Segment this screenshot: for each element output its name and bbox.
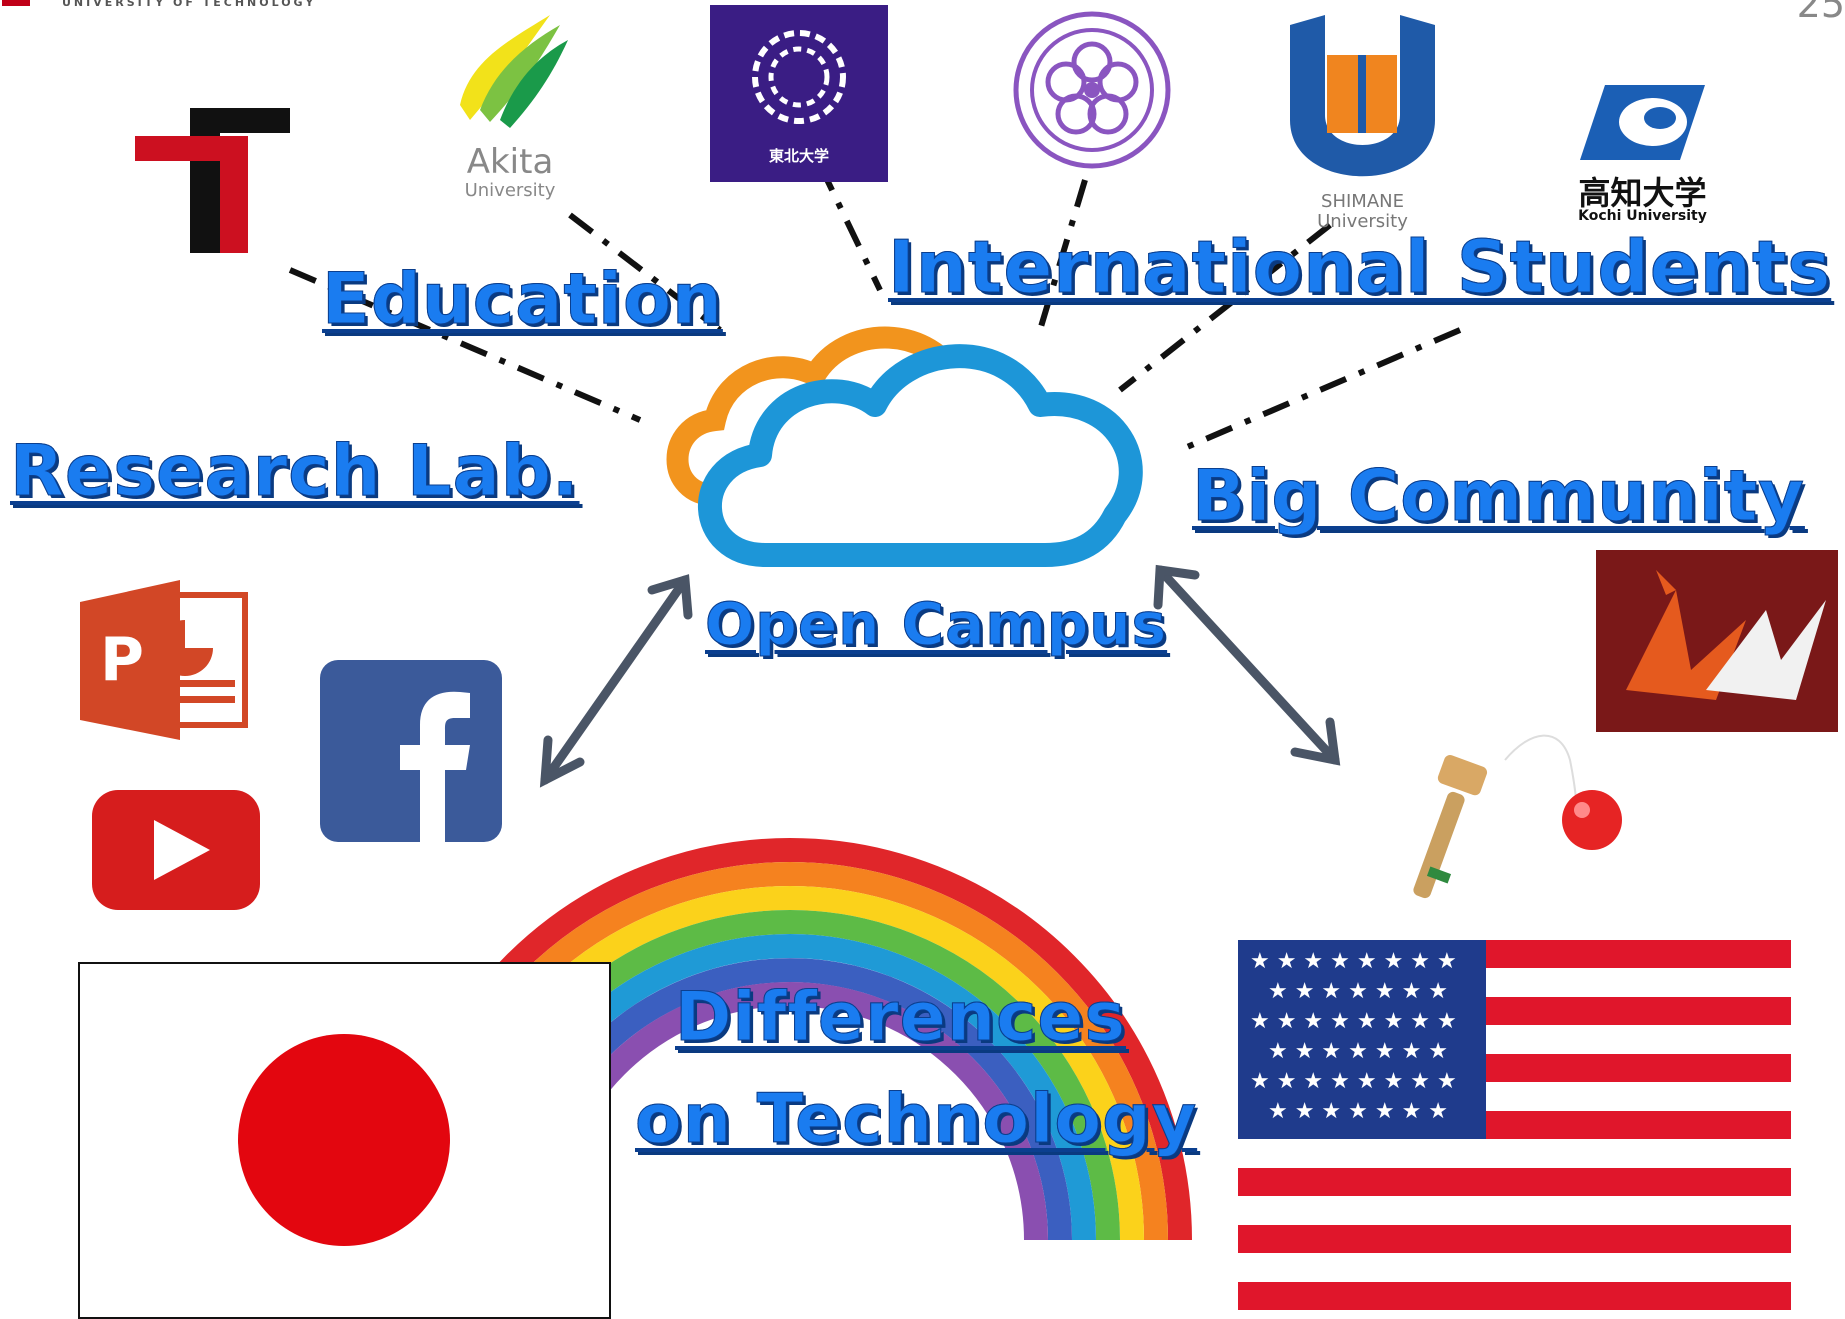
kendama-icon: [1413, 734, 1622, 899]
topic-education[interactable]: Education: [322, 258, 723, 341]
facebook-icon: [320, 660, 502, 842]
japan-flag-icon: [78, 962, 611, 1319]
akita-name: Akita: [466, 142, 554, 182]
kochi-logo-icon: [1580, 85, 1705, 160]
powerpoint-icon: P: [80, 580, 248, 740]
shimane-name: SHIMANE: [1321, 191, 1404, 212]
kochi-sub: Kochi University: [1578, 208, 1707, 224]
topic-big-community[interactable]: Big Community: [1192, 455, 1805, 538]
akita-logo: Akita University: [440, 10, 570, 201]
topic-differences-line1[interactable]: Differences: [674, 978, 1127, 1058]
topic-research-lab[interactable]: Research Lab.: [10, 430, 580, 513]
svg-text:P: P: [100, 625, 144, 695]
topic-international-students[interactable]: International Students: [887, 225, 1832, 310]
header-institution: UNIVERSITY OF TECHNOLOGY: [62, 0, 317, 9]
svg-text:★ ★ ★ ★ ★ ★ ★ ★: ★ ★ ★ ★ ★ ★ ★ ★: [1250, 1009, 1457, 1034]
akita-sub: University: [464, 180, 556, 201]
shimane-logo-icon: [1290, 15, 1435, 177]
cloud-icon: [666, 326, 1143, 567]
tohoku-name: 東北大学: [768, 147, 829, 165]
usa-flag-icon: ★ ★ ★ ★ ★ ★ ★ ★ ★ ★ ★ ★ ★ ★ ★ ★ ★ ★ ★ ★ …: [1238, 940, 1791, 1310]
topic-differences-line2[interactable]: on Technology: [634, 1080, 1198, 1160]
svg-text:★ ★ ★ ★ ★ ★ ★ ★: ★ ★ ★ ★ ★ ★ ★ ★: [1250, 949, 1457, 974]
kochi-name: 高知大学: [1578, 174, 1707, 212]
origami-crane-icon: [1596, 550, 1838, 732]
svg-text:★ ★ ★ ★ ★ ★ ★: ★ ★ ★ ★ ★ ★ ★: [1268, 1099, 1448, 1124]
page-number: 25: [1796, 0, 1845, 26]
svg-text:★ ★ ★ ★ ★ ★ ★: ★ ★ ★ ★ ★ ★ ★: [1268, 1039, 1448, 1064]
osaka-crest-icon: [1013, 11, 1171, 169]
youtube-icon: [92, 790, 260, 910]
svg-text:★ ★ ★ ★ ★ ★ ★ ★: ★ ★ ★ ★ ★ ★ ★ ★: [1250, 1069, 1457, 1094]
tohoku-logo-icon: [752, 30, 846, 124]
university-t-logo-icon: [135, 108, 290, 253]
topic-open-campus[interactable]: Open Campus: [704, 590, 1168, 659]
shimane-sub: University: [1317, 211, 1408, 232]
tohoku-logo: 東北大学: [710, 5, 888, 182]
akita-logo-icon: [460, 15, 568, 128]
kochi-logo: 高知大学 Kochi University: [1565, 80, 1720, 230]
header-logo-mark: [2, 0, 30, 6]
svg-text:★ ★ ★ ★ ★ ★ ★: ★ ★ ★ ★ ★ ★ ★: [1268, 979, 1448, 1004]
shimane-logo: SHIMANE University: [1285, 15, 1440, 232]
